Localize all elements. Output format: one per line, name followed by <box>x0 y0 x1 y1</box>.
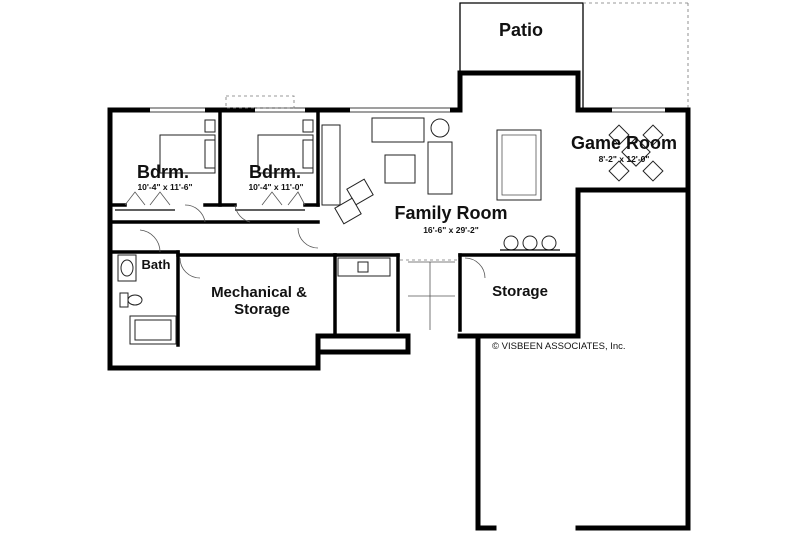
stairs <box>400 259 460 330</box>
game-tables <box>608 124 664 182</box>
game-room-dims: 8'-2" x 12'-0" <box>599 154 650 164</box>
bedroom-1-dims: 10'-4" x 11'-6" <box>137 182 192 192</box>
mechanical-label-line1: Mechanical & <box>211 284 307 301</box>
family-room-furniture <box>321 117 560 277</box>
bath-fixtures <box>117 254 177 345</box>
bedroom-1-label: Bdrm. <box>137 162 189 182</box>
family-room-label: Family Room <box>394 203 507 223</box>
game-room-label: Game Room <box>571 133 677 153</box>
mechanical-label-line2: Storage <box>234 301 290 318</box>
patio-outline <box>459 2 689 110</box>
bath-label: Bath <box>142 257 171 272</box>
doors <box>139 204 486 279</box>
patio-label: Patio <box>499 20 543 40</box>
windows <box>150 95 665 113</box>
bedroom-2-label: Bdrm. <box>249 162 301 182</box>
bed-2 <box>257 119 314 174</box>
copyright-text: © VISBEEN ASSOCIATES, Inc. <box>492 341 626 352</box>
bedroom-2-dims: 10'-4" x 11'-0" <box>248 182 303 192</box>
closets <box>115 191 306 211</box>
storage-label: Storage <box>492 283 548 300</box>
bed-1 <box>159 119 216 174</box>
family-room-dims: 16'-6" x 29'-2" <box>423 225 479 235</box>
interior-walls <box>110 110 580 347</box>
